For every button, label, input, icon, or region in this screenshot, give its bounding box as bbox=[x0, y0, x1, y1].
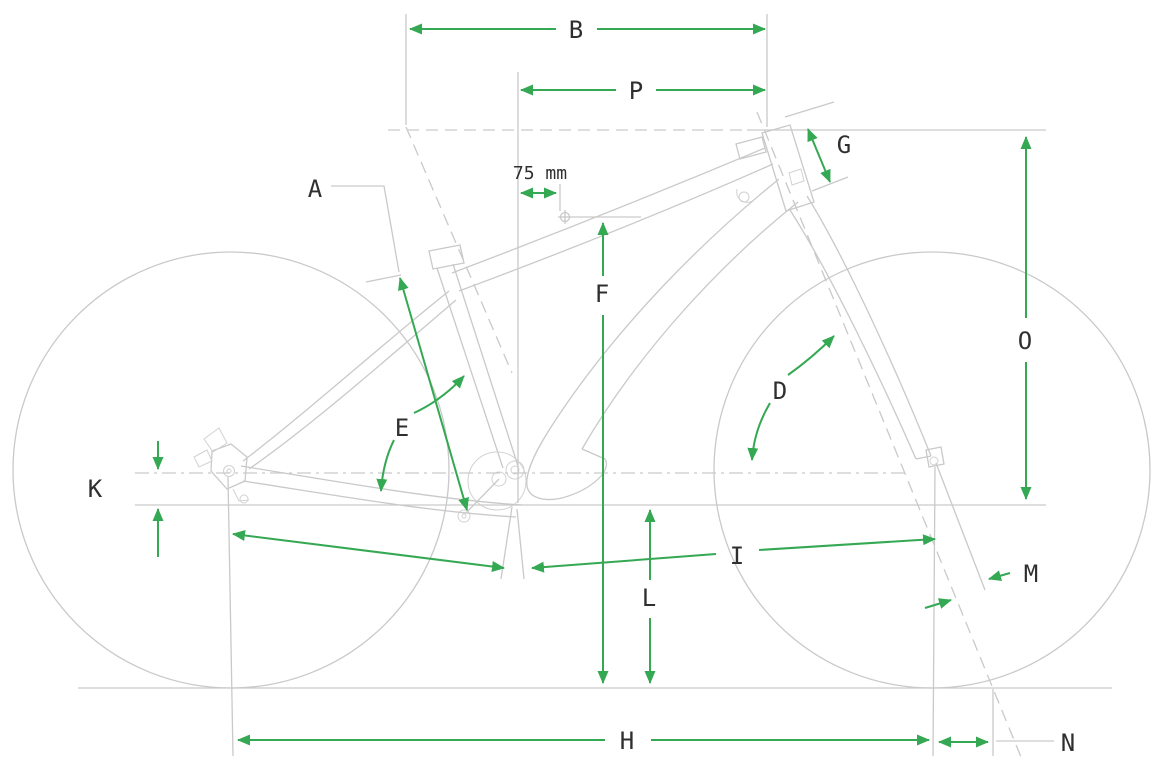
reference-lines bbox=[135, 14, 1054, 758]
dimensions: B P 75 mm G O F L bbox=[88, 16, 1075, 757]
dim-label-P: P bbox=[629, 77, 643, 105]
dimension-N: N bbox=[938, 729, 1075, 757]
ext-rear-axle bbox=[227, 476, 234, 757]
dimension-G: G bbox=[807, 128, 851, 183]
ext-front-axle bbox=[932, 466, 936, 757]
dimension-H: H bbox=[237, 727, 930, 755]
dimension-O: O bbox=[1018, 136, 1032, 500]
dimension-75mm: 75 mm bbox=[513, 163, 567, 199]
head-tube-ext-top bbox=[784, 101, 835, 118]
dim-label-L: L bbox=[642, 584, 656, 612]
ext-A-top-tick bbox=[365, 274, 402, 283]
seat-tube-axis bbox=[405, 126, 513, 374]
head-tube-ext-bottom bbox=[811, 176, 849, 192]
dim-label-I: I bbox=[730, 542, 744, 570]
dimension-P: P bbox=[520, 77, 766, 105]
ext-bb-right bbox=[516, 508, 525, 580]
dim-label-A: A bbox=[308, 175, 323, 203]
dimension-M: M bbox=[924, 560, 1038, 609]
dimension-A: A bbox=[308, 175, 469, 511]
dimension-L: L bbox=[642, 509, 656, 684]
offset-75mm-label: 75 mm bbox=[513, 163, 567, 184]
dim-label-B: B bbox=[569, 16, 583, 44]
dim-label-M: M bbox=[1024, 560, 1038, 588]
dim-label-O: O bbox=[1018, 327, 1032, 355]
dimension-F: F bbox=[595, 222, 609, 684]
dimension-K: K bbox=[88, 441, 164, 557]
dim-label-G: G bbox=[837, 131, 851, 159]
dimension-D: D bbox=[747, 335, 835, 461]
dim-label-D: D bbox=[773, 377, 787, 405]
steering-axis bbox=[756, 111, 1022, 758]
dim-label-H: H bbox=[620, 727, 634, 755]
front-wheel bbox=[713, 251, 1151, 689]
dimension-E: E bbox=[376, 375, 465, 492]
dim-label-F: F bbox=[595, 280, 609, 308]
dimension-B: B bbox=[409, 16, 766, 44]
dim-label-K: K bbox=[88, 475, 103, 503]
dimension-chainstay bbox=[232, 530, 505, 572]
dimension-I: I bbox=[531, 534, 936, 573]
bike-drawing bbox=[12, 14, 1151, 758]
fork-offset-line bbox=[935, 462, 986, 591]
leader-A bbox=[331, 185, 400, 273]
dim-label-E: E bbox=[395, 414, 409, 442]
dim-label-N: N bbox=[1061, 729, 1075, 757]
